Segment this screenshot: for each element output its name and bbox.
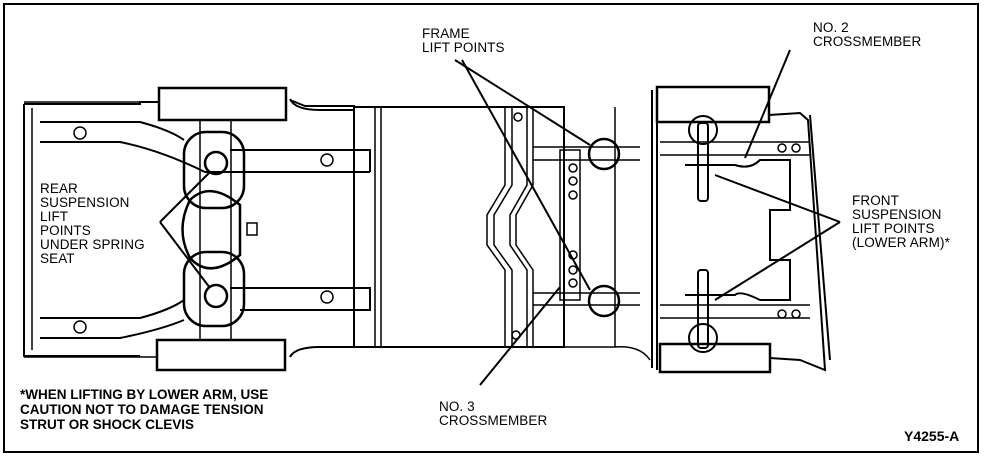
front-wheel-bottom bbox=[658, 342, 772, 374]
rail-hole bbox=[320, 290, 334, 304]
rail-hole bbox=[73, 320, 87, 334]
front-frame-left bbox=[651, 88, 658, 370]
rear-frame-rail-lower bbox=[40, 287, 371, 339]
figure-id: Y4255-A bbox=[904, 428, 960, 444]
rear-lift-point-lower bbox=[203, 283, 229, 309]
rear-body-outline bbox=[24, 101, 157, 358]
front-wheel-top bbox=[655, 85, 771, 124]
cab-floor bbox=[353, 106, 565, 348]
rear-right-edge-top bbox=[289, 98, 355, 111]
leader-lines bbox=[159, 49, 841, 386]
rear-frame-rail-upper bbox=[40, 121, 371, 173]
rail-hole bbox=[320, 153, 334, 167]
rear-wheel-top bbox=[157, 86, 288, 122]
no3-crossmember bbox=[559, 149, 581, 301]
differential bbox=[181, 190, 242, 270]
front-lower-arm-lower bbox=[697, 269, 709, 349]
figure-border bbox=[3, 3, 979, 453]
rail-hole bbox=[73, 126, 87, 140]
frame-lift-point-upper bbox=[587, 137, 621, 171]
no2-crossmember bbox=[685, 159, 791, 301]
transmission-tunnel bbox=[486, 107, 534, 347]
diff-plug bbox=[246, 222, 258, 236]
rear-lift-point-upper bbox=[203, 150, 229, 176]
rear-spring-upper bbox=[182, 130, 246, 210]
front-lower-arm-upper bbox=[697, 122, 709, 202]
rear-wheel-bottom bbox=[155, 338, 287, 372]
rear-frame-outline bbox=[23, 99, 355, 357]
front-body-outline bbox=[768, 111, 831, 372]
frame-lift-point-lower bbox=[587, 284, 621, 318]
rear-right-edge-bottom bbox=[289, 346, 355, 358]
